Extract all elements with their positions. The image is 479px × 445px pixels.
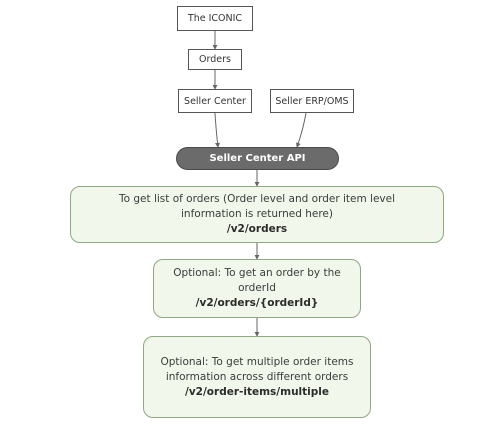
list-orders-line2: information is returned here) xyxy=(181,208,333,220)
get-order-line2: orderId xyxy=(238,282,276,294)
node-seller-center: Seller Center xyxy=(178,89,252,113)
get-order-endpoint: /v2/orders/{orderId} xyxy=(195,297,319,309)
node-seller-center-api: Seller Center API xyxy=(176,147,339,170)
node-the-iconic: The ICONIC xyxy=(177,6,253,31)
edge-seller-erp-api xyxy=(296,112,307,148)
node-multiple-order-items: Optional: To get multiple order items in… xyxy=(143,336,371,418)
list-orders-line1: To get list of orders (Order level and o… xyxy=(118,193,396,205)
multi-items-endpoint: /v2/order-items/multiple xyxy=(184,385,330,398)
get-order-line1: Optional: To get an order by the xyxy=(173,267,341,279)
node-get-order-by-id: Optional: To get an order by the orderId… xyxy=(153,259,361,318)
edge-seller-center-api xyxy=(214,112,220,148)
node-list-orders: To get list of orders (Order level and o… xyxy=(70,186,444,243)
node-seller-erp-oms: Seller ERP/OMS xyxy=(270,89,354,113)
list-orders-endpoint: /v2/orders xyxy=(226,223,288,235)
multi-items-line1: Optional: To get multiple order items xyxy=(160,355,354,368)
node-orders: Orders xyxy=(188,49,242,70)
multi-items-line2: information across different orders xyxy=(165,370,349,383)
